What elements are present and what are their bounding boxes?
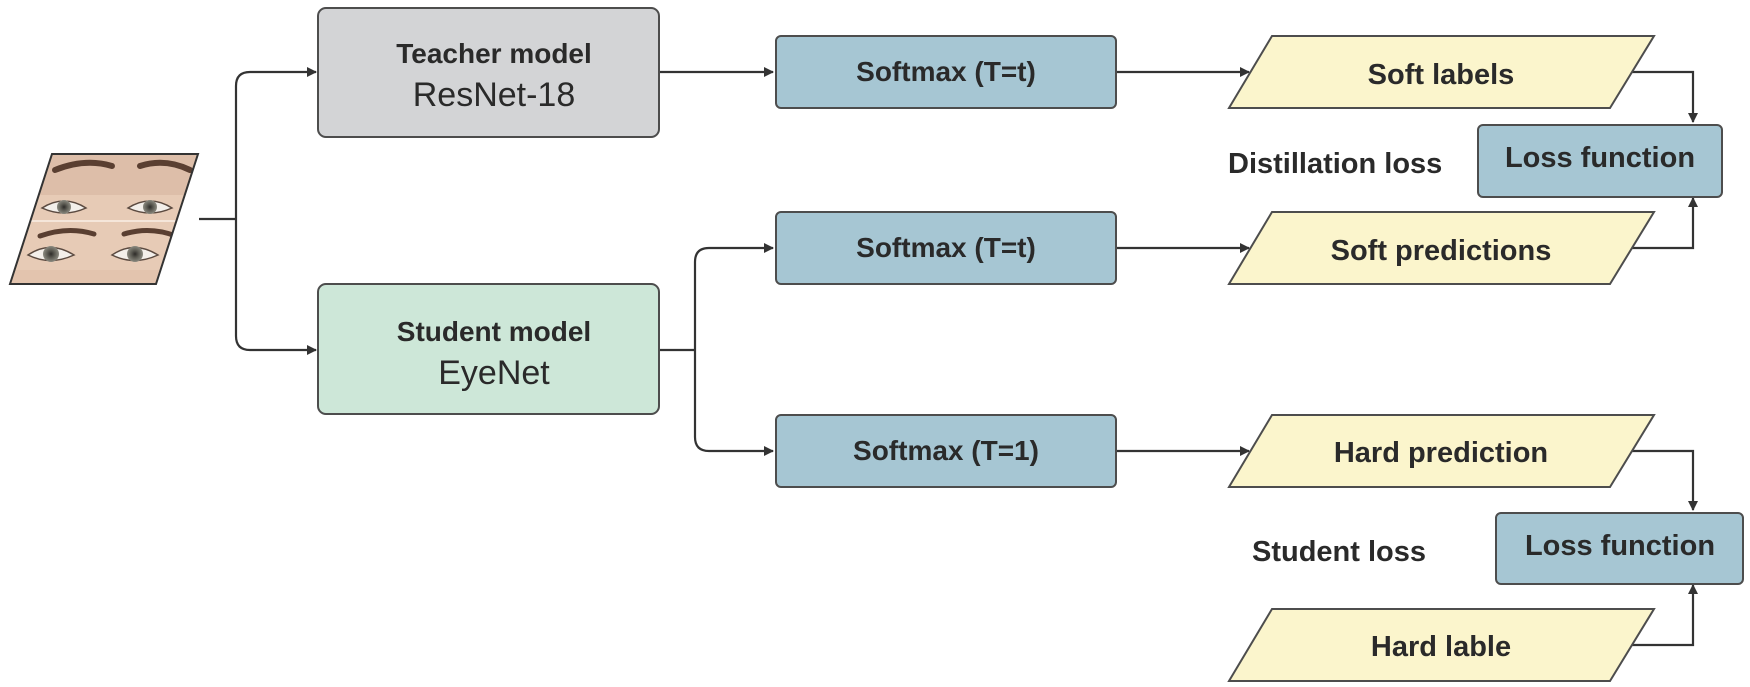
softmax-student-soft-box: Softmax (T=t) — [775, 211, 1117, 285]
soft-predictions-shape: Soft predictions — [1227, 211, 1656, 285]
connectors — [199, 67, 1698, 647]
softmax-student-hard-label: Softmax (T=1) — [853, 435, 1039, 466]
hard-prediction-label: Hard prediction — [1334, 437, 1548, 469]
edge-soft-predictions-to-loss — [1632, 197, 1698, 250]
softmax-student-soft-rect — [775, 211, 1117, 285]
distillation-loss-function-label: Loss function — [1505, 142, 1695, 174]
student-loss-group: Student loss Loss function — [1252, 512, 1744, 585]
softmax-student-soft-label: Softmax (T=t) — [856, 232, 1036, 263]
student-loss-function-label: Loss function — [1525, 530, 1715, 562]
student-model-box: Student model EyeNet — [317, 283, 660, 415]
edge-hard-label-to-loss — [1632, 584, 1698, 647]
softmax-student-hard-box: Softmax (T=1) — [775, 414, 1117, 488]
edge-student-to-softmax-1 — [693, 350, 774, 456]
teacher-model-box: Teacher model ResNet-18 — [317, 7, 660, 138]
teacher-model-name: ResNet-18 — [413, 76, 576, 114]
softmax-student-hard-rect — [775, 414, 1117, 488]
hard-label-shape: Hard lable — [1227, 608, 1656, 682]
hard-label-parallelogram — [1227, 608, 1656, 682]
soft-predictions-label: Soft predictions — [1331, 235, 1552, 267]
edge-input-to-teacher — [234, 67, 317, 219]
edge-student-to-softmax-t — [693, 243, 774, 350]
student-model-name: EyeNet — [438, 354, 550, 392]
soft-labels-label: Soft labels — [1368, 59, 1515, 91]
softmax-teacher-label: Softmax (T=t) — [856, 56, 1036, 87]
edge-soft-labels-to-loss — [1632, 70, 1698, 123]
distillation-loss-function-rect — [1477, 124, 1723, 198]
softmax-teacher-rect — [775, 35, 1117, 109]
soft-predictions-parallelogram — [1227, 211, 1656, 285]
teacher-model-title: Teacher model — [396, 38, 592, 69]
student-loss-label: Student loss — [1252, 536, 1426, 568]
student-model-title: Student model — [397, 316, 591, 347]
input-image — [8, 153, 200, 285]
student-loss-function-rect — [1495, 512, 1744, 585]
student-model-rect — [317, 283, 660, 415]
soft-labels-shape: Soft labels — [1227, 35, 1656, 109]
hard-prediction-parallelogram — [1227, 414, 1656, 488]
distillation-loss-group: Distillation loss Loss function — [1228, 124, 1723, 198]
edge-hard-prediction-to-loss — [1632, 449, 1698, 511]
softmax-teacher-box: Softmax (T=t) — [775, 35, 1117, 109]
distillation-loss-label: Distillation loss — [1228, 148, 1442, 180]
hard-prediction-shape: Hard prediction — [1227, 414, 1656, 488]
edge-input-to-student — [234, 219, 317, 355]
teacher-model-rect — [317, 7, 660, 138]
hard-label-label: Hard lable — [1371, 631, 1511, 663]
soft-labels-parallelogram — [1227, 35, 1656, 109]
